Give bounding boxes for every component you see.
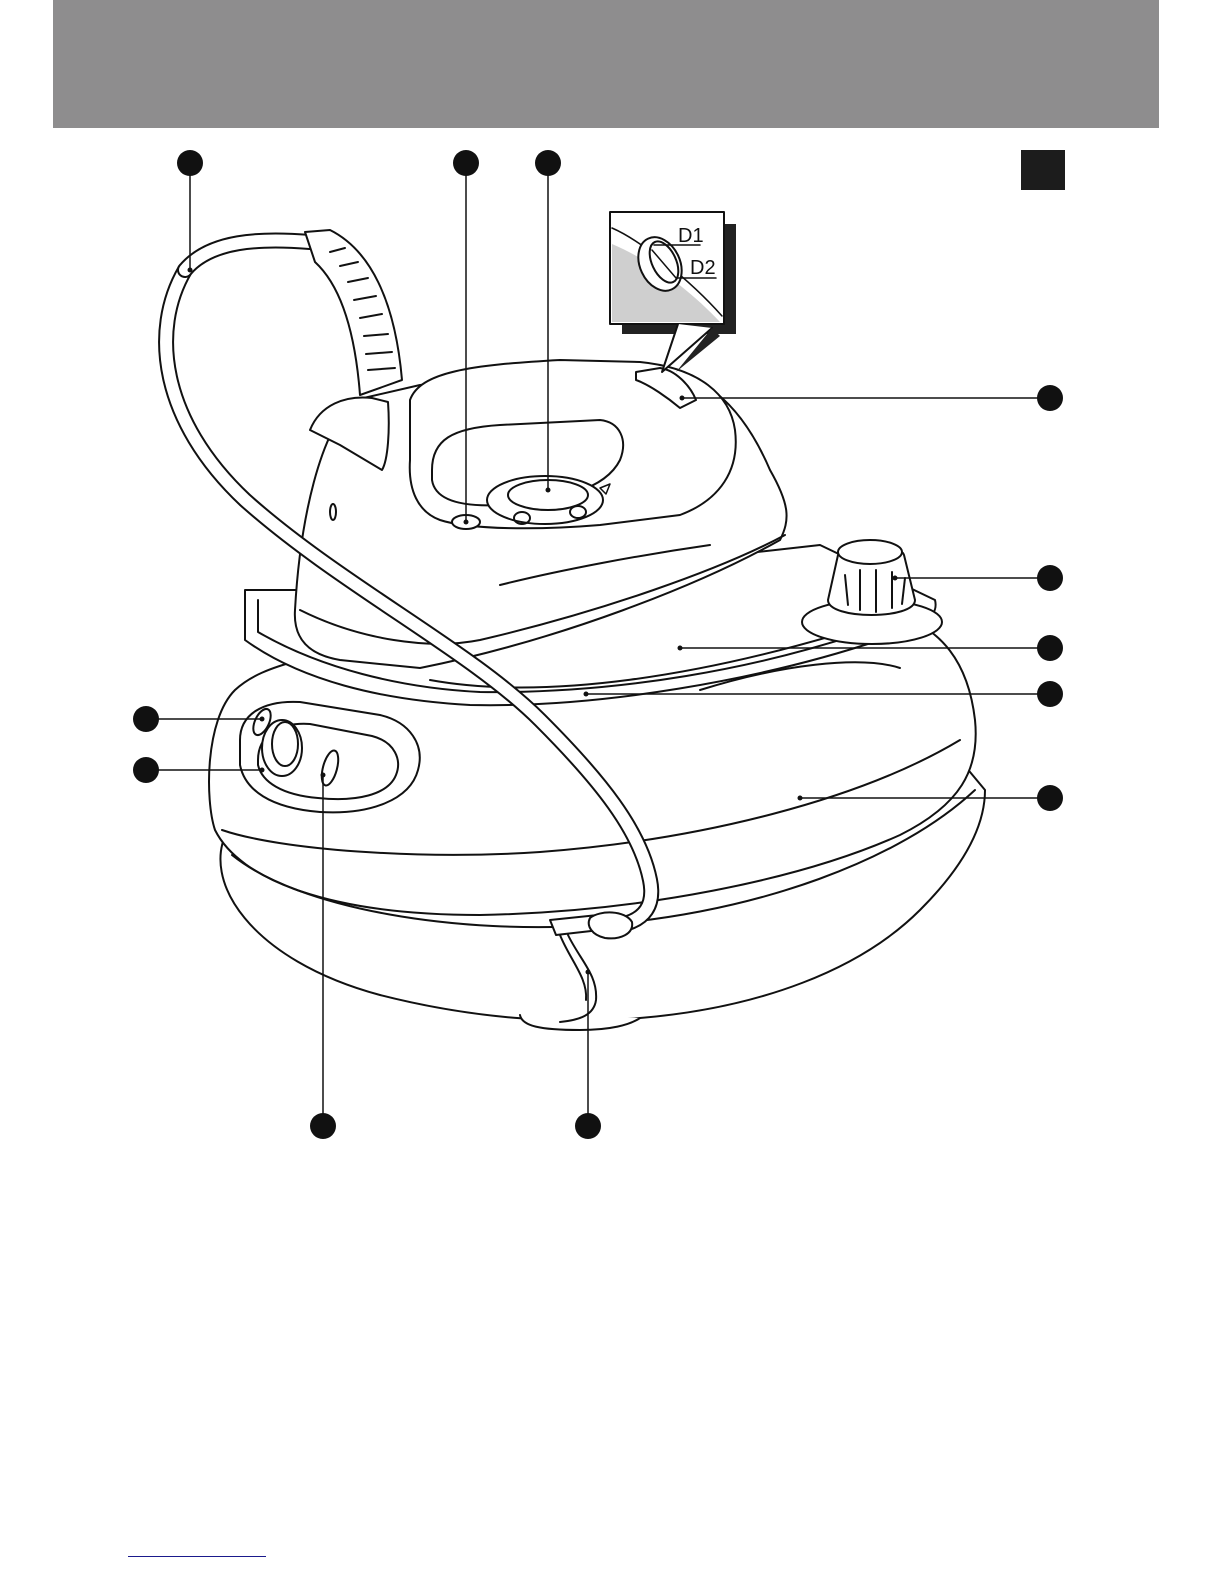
callout-marker-dial: [535, 150, 561, 176]
callout-marker-light: [310, 1113, 336, 1139]
callout-marker-lamp: [453, 150, 479, 176]
callout-marker-mains: [575, 1113, 601, 1139]
callout-marker-rest: [1037, 635, 1063, 661]
callout-marker-trigger: [1037, 385, 1063, 411]
inset-detail: D1 D2: [610, 212, 736, 372]
hose-strain-relief: [305, 230, 402, 395]
control-knob-cap: [272, 722, 298, 766]
footer-rule: [128, 1556, 266, 1557]
hose-connector: [589, 912, 632, 938]
callout-marker-cap: [1037, 565, 1063, 591]
inset-label-d2: D2: [690, 257, 716, 279]
callout-marker-rim: [1037, 681, 1063, 707]
callout-marker-cord: [177, 150, 203, 176]
callout-marker-tank: [1037, 785, 1063, 811]
inset-label-d1: D1: [678, 225, 704, 247]
callout-marker-onoff: [133, 706, 159, 732]
callout-marker-knob: [133, 757, 159, 783]
